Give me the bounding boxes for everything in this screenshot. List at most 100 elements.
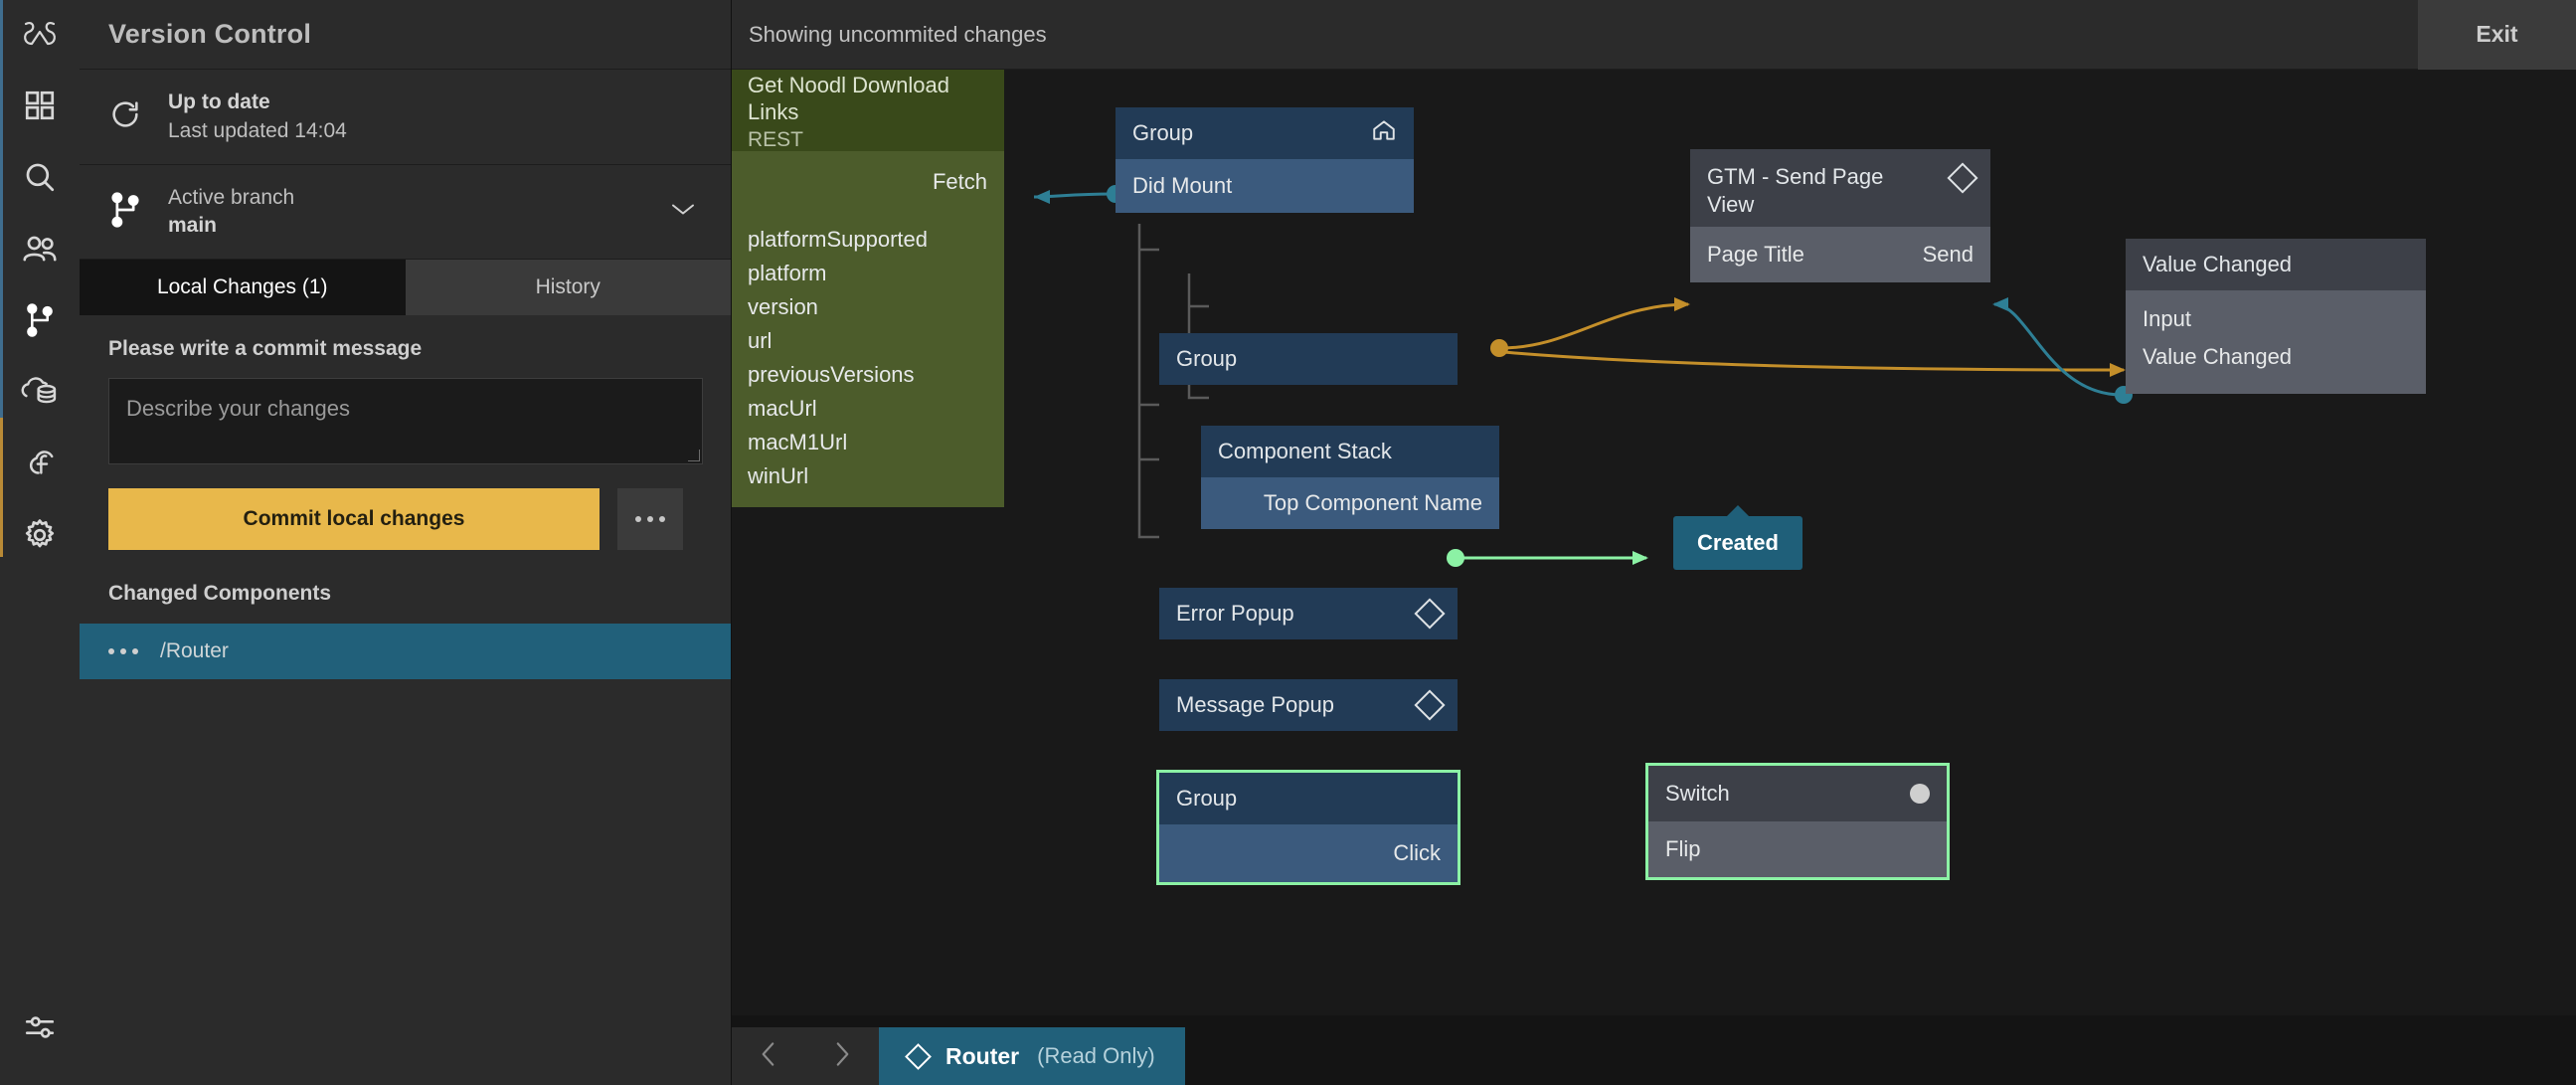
dot-icon [635,516,641,522]
node-header: Get Noodl Download Links REST [731,70,1004,151]
node-message-popup[interactable]: Message Popup [1159,679,1458,731]
node-title: Get Noodl Download Links [748,72,950,125]
commit-area: Please write a commit message Describe y… [80,315,731,550]
node-title: Group [1176,346,1238,371]
port-row[interactable]: macM1Url [731,426,1004,459]
uncommitted-changes-status: Showing uncommited changes [749,21,1047,47]
cloud-functions-icon[interactable] [0,428,80,499]
node-component-stack[interactable]: Component Stack Top Component Name [1201,426,1499,529]
changed-component-name: /Router [160,639,229,662]
nav-forward-button[interactable] [819,1037,865,1076]
node-get-noodl-download-links[interactable]: Get Noodl Download Links REST Fetch plat… [731,70,1004,507]
commit-actions: Commit local changes [108,488,702,550]
left-icon-rail [0,0,80,1085]
port-row[interactable]: platformSupported [731,223,1004,257]
node-ports: Input Value Changed [2126,290,2426,394]
top-bar: Showing uncommited changes Exit [732,0,2576,70]
port-label-fetch: Fetch [932,169,987,194]
search-icon[interactable] [0,141,80,213]
node-title: GTM - Send Page View [1707,164,1884,217]
noodl-logo-icon[interactable] [0,0,80,70]
commit-button-label: Commit local changes [243,507,465,530]
node-ports: Top Component Name [1201,477,1499,529]
node-title: Message Popup [1176,692,1334,717]
node-subtitle: REST [748,127,804,151]
node-title: Switch [1665,781,1730,806]
circle-icon [1910,784,1930,804]
node-ports: Page Title Send [1690,227,1990,282]
port-row[interactable]: macUrl [731,392,1004,426]
tab-history[interactable]: History [405,260,731,315]
node-gtm-send-page-view[interactable]: GTM - Send Page View Page Title Send [1690,149,1990,282]
port-label: macM1Url [748,430,848,454]
port-row[interactable]: winUrl [731,459,1004,493]
port-row-page-title[interactable]: Page Title Send [1690,227,1990,282]
tab-local-changes-label: Local Changes (1) [156,275,328,298]
gear-icon[interactable] [0,499,80,571]
sliders-icon[interactable] [0,992,80,1063]
node-group-root[interactable]: Group Did Mount [1116,107,1414,213]
changed-components-header: Changed Components [108,582,331,605]
port-row[interactable]: version [731,290,1004,324]
sync-status-row[interactable]: Up to date Last updated 14:04 [80,70,731,165]
node-ports: Fetch platformSupported platform version… [731,151,1004,507]
commit-more-options-button[interactable] [617,488,683,550]
node-switch[interactable]: Switch Flip [1645,763,1950,880]
changed-component-row-router[interactable]: /Router [80,624,731,679]
dot-icon [647,516,653,522]
refresh-icon[interactable] [108,97,142,136]
port-row-top-component-name[interactable]: Top Component Name [1201,477,1499,529]
resize-handle-icon[interactable] [688,450,700,461]
port-label-input: Input [2143,306,2191,331]
version-control-panel: Version Control Up to date Last updated … [80,0,732,1085]
port-label-click: Click [1393,840,1441,865]
users-icon[interactable] [0,213,80,284]
port-label: platform [748,261,827,285]
node-value-changed[interactable]: Value Changed Input Value Changed [2126,239,2426,394]
cloud-data-icon[interactable] [0,356,80,428]
git-branch-icon[interactable] [0,284,80,356]
components-grid-icon[interactable] [0,70,80,141]
node-ports: Flip [1648,821,1947,877]
node-header: Message Popup [1159,679,1458,731]
port-row-click[interactable]: Click [1159,824,1458,882]
dot-icon [659,516,665,522]
exit-button[interactable]: Exit [2418,0,2576,70]
tab-router[interactable]: Router (Read Only) [879,1027,1185,1085]
commit-message-input[interactable]: Describe your changes [108,378,703,464]
badge-label: Created [1697,530,1779,555]
row-menu-icon[interactable] [108,648,138,654]
active-branch-row[interactable]: Active branch main [80,165,731,260]
chevron-down-icon[interactable] [669,201,697,224]
node-title: Value Changed [2143,252,2293,276]
port-row-flip[interactable]: Flip [1648,821,1947,877]
port-label-did-mount: Did Mount [1132,173,1233,198]
git-branch-icon [108,191,142,234]
node-header: Group [1159,333,1458,385]
port-label: version [748,294,818,319]
node-header: Error Popup [1159,588,1458,639]
tab-router-readonly-badge: (Read Only) [1037,1043,1155,1068]
port-row[interactable]: url [731,324,1004,358]
nav-back-button[interactable] [746,1037,791,1076]
page-title: Version Control [108,19,312,49]
node-header: Switch [1648,766,1947,821]
node-error-popup[interactable]: Error Popup [1159,588,1458,639]
port-label: macUrl [748,396,817,421]
port-row[interactable]: previousVersions [731,358,1004,392]
port-label: platformSupported [748,227,928,252]
node-ports: Click [1159,824,1458,882]
tab-local-changes[interactable]: Local Changes (1) [80,260,406,315]
node-group-3[interactable]: Group Click [1156,770,1460,885]
port-label-send: Send [1922,242,1974,267]
port-row-did-mount[interactable]: Did Mount [1116,159,1414,213]
diamond-icon [1947,162,1978,194]
sync-status-subtitle: Last updated 14:04 [168,118,347,142]
port-row-input[interactable]: Input [2126,300,2426,338]
node-title: Component Stack [1218,439,1392,463]
commit-local-changes-button[interactable]: Commit local changes [108,488,600,550]
node-group-2[interactable]: Group [1159,333,1458,385]
port-row-value-changed[interactable]: Value Changed [2126,338,2426,376]
port-row[interactable]: platform [731,257,1004,290]
port-row-fetch[interactable]: Fetch [731,165,1004,199]
